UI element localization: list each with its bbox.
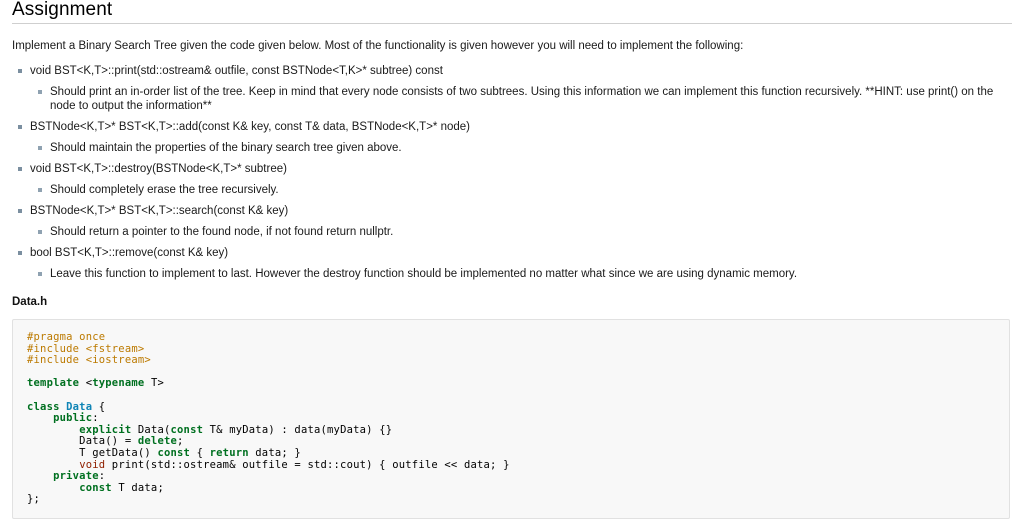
requirement-note: Leave this function to implement to last… — [30, 267, 1012, 281]
code-token: explicit — [79, 423, 132, 436]
code-token: void — [79, 458, 106, 471]
code-token: print(std::ostream& outfile = std::cout)… — [105, 458, 510, 471]
requirement-notes: Should completely erase the tree recursi… — [30, 183, 1012, 197]
code-token — [27, 482, 79, 494]
requirement-item: void BST<K,T>::destroy(BSTNode<K,T>* sub… — [12, 162, 1012, 197]
code-block: #pragma once #include <fstream> #include… — [12, 319, 1010, 519]
code-token: #include <fstream> — [27, 342, 145, 355]
code-token: private — [53, 470, 99, 483]
code-token: Data — [66, 400, 93, 413]
page-title: Assignment — [12, 0, 113, 20]
code-token: T& myData) : data(myData) {} — [203, 423, 393, 436]
code-token: #pragma once — [27, 331, 106, 343]
requirement-notes: Should return a pointer to the found nod… — [30, 225, 1012, 239]
requirement-note: Should return a pointer to the found nod… — [30, 225, 1012, 239]
code-token: data; } — [248, 446, 301, 459]
code-token: ; — [177, 435, 184, 448]
requirement-item: void BST<K,T>::print(std::ostream& outfi… — [12, 64, 1012, 113]
requirement-note: Should print an in-order list of the tre… — [30, 85, 1012, 113]
title-divider — [12, 23, 1012, 24]
code-token: return — [209, 446, 249, 459]
code-token: delete — [137, 435, 178, 448]
code-token: }; — [27, 493, 41, 506]
code-token: Data() = — [27, 435, 138, 448]
code-token: const — [170, 423, 204, 436]
requirement-note: Should completely erase the tree recursi… — [30, 183, 1012, 197]
code-token: T> — [144, 377, 164, 390]
code-token — [27, 470, 53, 482]
code-token: T getData() — [27, 446, 158, 459]
code-token: class — [27, 400, 67, 413]
code-token: : — [98, 470, 106, 483]
code-filename-label: Data.h — [12, 296, 48, 308]
requirement-item: BSTNode<K,T>* BST<K,T>::search(const K& … — [12, 204, 1012, 239]
requirement-note: Should maintain the properties of the bi… — [30, 141, 1012, 155]
code-token: typename — [92, 377, 145, 390]
requirement-notes: Should maintain the properties of the bi… — [30, 141, 1012, 155]
code-token: #include <iostream> — [27, 354, 151, 367]
requirement-signature: void BST<K,T>::print(std::ostream& outfi… — [30, 65, 443, 77]
code-token: < — [85, 377, 93, 390]
intro-paragraph: Implement a Binary Search Tree given the… — [12, 40, 744, 52]
requirements-list: void BST<K,T>::print(std::ostream& outfi… — [12, 64, 1012, 281]
code-token: template — [27, 377, 86, 390]
code-token: public — [53, 412, 93, 425]
code-token — [27, 424, 79, 436]
requirement-item: BSTNode<K,T>* BST<K,T>::add(const K& key… — [12, 120, 1012, 155]
requirement-signature: void BST<K,T>::destroy(BSTNode<K,T>* sub… — [30, 163, 287, 175]
code-content: #pragma once #include <fstream> #include… — [27, 331, 999, 506]
requirement-signature: BSTNode<K,T>* BST<K,T>::add(const K& key… — [30, 121, 470, 133]
code-token: T data; — [111, 481, 164, 494]
code-token: const — [157, 446, 191, 459]
code-token: { — [190, 446, 210, 459]
code-token — [27, 412, 53, 424]
requirement-item: bool BST<K,T>::remove(const K& key)Leave… — [12, 246, 1012, 281]
requirement-signature: bool BST<K,T>::remove(const K& key) — [30, 247, 229, 259]
code-token: : — [92, 412, 99, 425]
code-token — [27, 459, 79, 471]
requirement-notes: Leave this function to implement to last… — [30, 267, 1012, 281]
code-token: { — [92, 400, 106, 413]
code-token: const — [79, 481, 112, 494]
code-token: Data( — [131, 423, 171, 436]
assignment-page: Assignment Implement a Binary Search Tre… — [12, 0, 1012, 519]
requirement-notes: Should print an in-order list of the tre… — [30, 85, 1012, 113]
requirement-signature: BSTNode<K,T>* BST<K,T>::search(const K& … — [30, 205, 289, 217]
